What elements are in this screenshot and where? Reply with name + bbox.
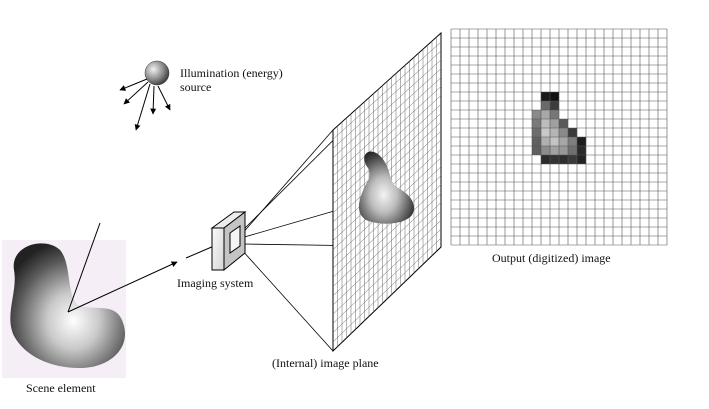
scene-element: Scene element	[2, 240, 126, 395]
output-pixel	[568, 128, 577, 137]
output-pixel	[568, 146, 577, 155]
output-pixel	[550, 146, 559, 155]
output-pixel	[541, 101, 550, 110]
image-plane-grid-line	[332, 211, 442, 315]
image-plane-grid-line	[332, 95, 442, 195]
reflected-ray-continuation	[185, 245, 215, 259]
image-plane-grid-line	[332, 50, 442, 149]
imaging-system-label: Imaging system	[177, 276, 254, 290]
imaging-system: Imaging system	[177, 210, 254, 290]
output-pixel	[577, 146, 586, 155]
illumination-label-line2: source	[180, 80, 211, 94]
output-pixel	[559, 128, 568, 137]
output-image-label: Output (digitized) image	[492, 251, 611, 265]
light-ray	[123, 81, 149, 105]
output-pixel	[532, 119, 541, 128]
image-plane-grid-line	[332, 41, 442, 140]
imaging-box-front	[211, 227, 225, 271]
light-rays	[119, 78, 171, 131]
image-plane-grid-line	[332, 202, 442, 306]
output-pixel	[550, 155, 559, 164]
output-image: Output (digitized) image	[450, 28, 668, 265]
output-pixel	[568, 155, 577, 164]
output-pixel	[559, 119, 568, 128]
output-pixel	[532, 128, 541, 137]
image-plane-label: (Internal) image plane	[272, 356, 379, 370]
output-pixel	[532, 137, 541, 146]
output-pixel	[541, 92, 550, 101]
output-pixel	[559, 155, 568, 164]
illumination-label-line1: Illumination (energy)	[180, 66, 283, 80]
output-pixel	[577, 155, 586, 164]
output-pixel	[541, 146, 550, 155]
image-plane-grid-line	[332, 113, 442, 214]
output-pixel	[541, 110, 550, 119]
reflected-ray	[67, 261, 178, 313]
scene-element-label: Scene element	[26, 381, 96, 395]
output-pixel	[559, 146, 568, 155]
image-plane-grid-line	[332, 59, 442, 158]
output-pixel	[541, 128, 550, 137]
output-pixel	[577, 137, 586, 146]
image-plane-grid-line	[332, 68, 442, 168]
output-pixel	[550, 137, 559, 146]
light-source-sphere	[144, 60, 170, 86]
output-pixel	[550, 119, 559, 128]
image-plane-grid-line	[332, 237, 442, 342]
output-pixel	[541, 119, 550, 128]
projection-line	[240, 248, 334, 352]
image-plane-grid-line	[332, 175, 442, 278]
output-pixel	[550, 101, 559, 110]
image-plane-grid-line	[332, 77, 442, 177]
image-plane: (Internal) image plane	[272, 31, 442, 370]
output-pixel	[559, 137, 568, 146]
image-plane-grid-line	[332, 193, 442, 296]
imaging-box-lens	[229, 225, 241, 254]
illumination-source: Illumination (energy) source	[119, 60, 283, 131]
output-pixel	[550, 92, 559, 101]
projection-line	[240, 129, 334, 236]
output-pixel	[532, 146, 541, 155]
output-pixel	[541, 155, 550, 164]
incident-ray	[67, 222, 101, 313]
output-pixel	[550, 128, 559, 137]
output-pixel	[532, 110, 541, 119]
light-ray	[119, 78, 148, 91]
scene-element-shape	[10, 243, 125, 368]
light-ray	[150, 85, 157, 115]
image-plane-grid-line	[332, 220, 442, 324]
image-plane-grid-line	[332, 104, 442, 204]
image-plane-grid-line	[332, 228, 442, 333]
reflection-rays	[67, 222, 215, 313]
light-ray	[157, 85, 171, 111]
output-image-grid	[450, 28, 668, 246]
output-pixel	[541, 137, 550, 146]
image-plane-grid-line	[332, 184, 442, 287]
image-plane-grid-line	[332, 86, 442, 186]
image-plane-projected-shape	[358, 151, 415, 224]
light-ray	[134, 83, 151, 131]
output-pixel	[568, 137, 577, 146]
output-pixel	[550, 110, 559, 119]
output-image-pixels	[532, 92, 586, 164]
